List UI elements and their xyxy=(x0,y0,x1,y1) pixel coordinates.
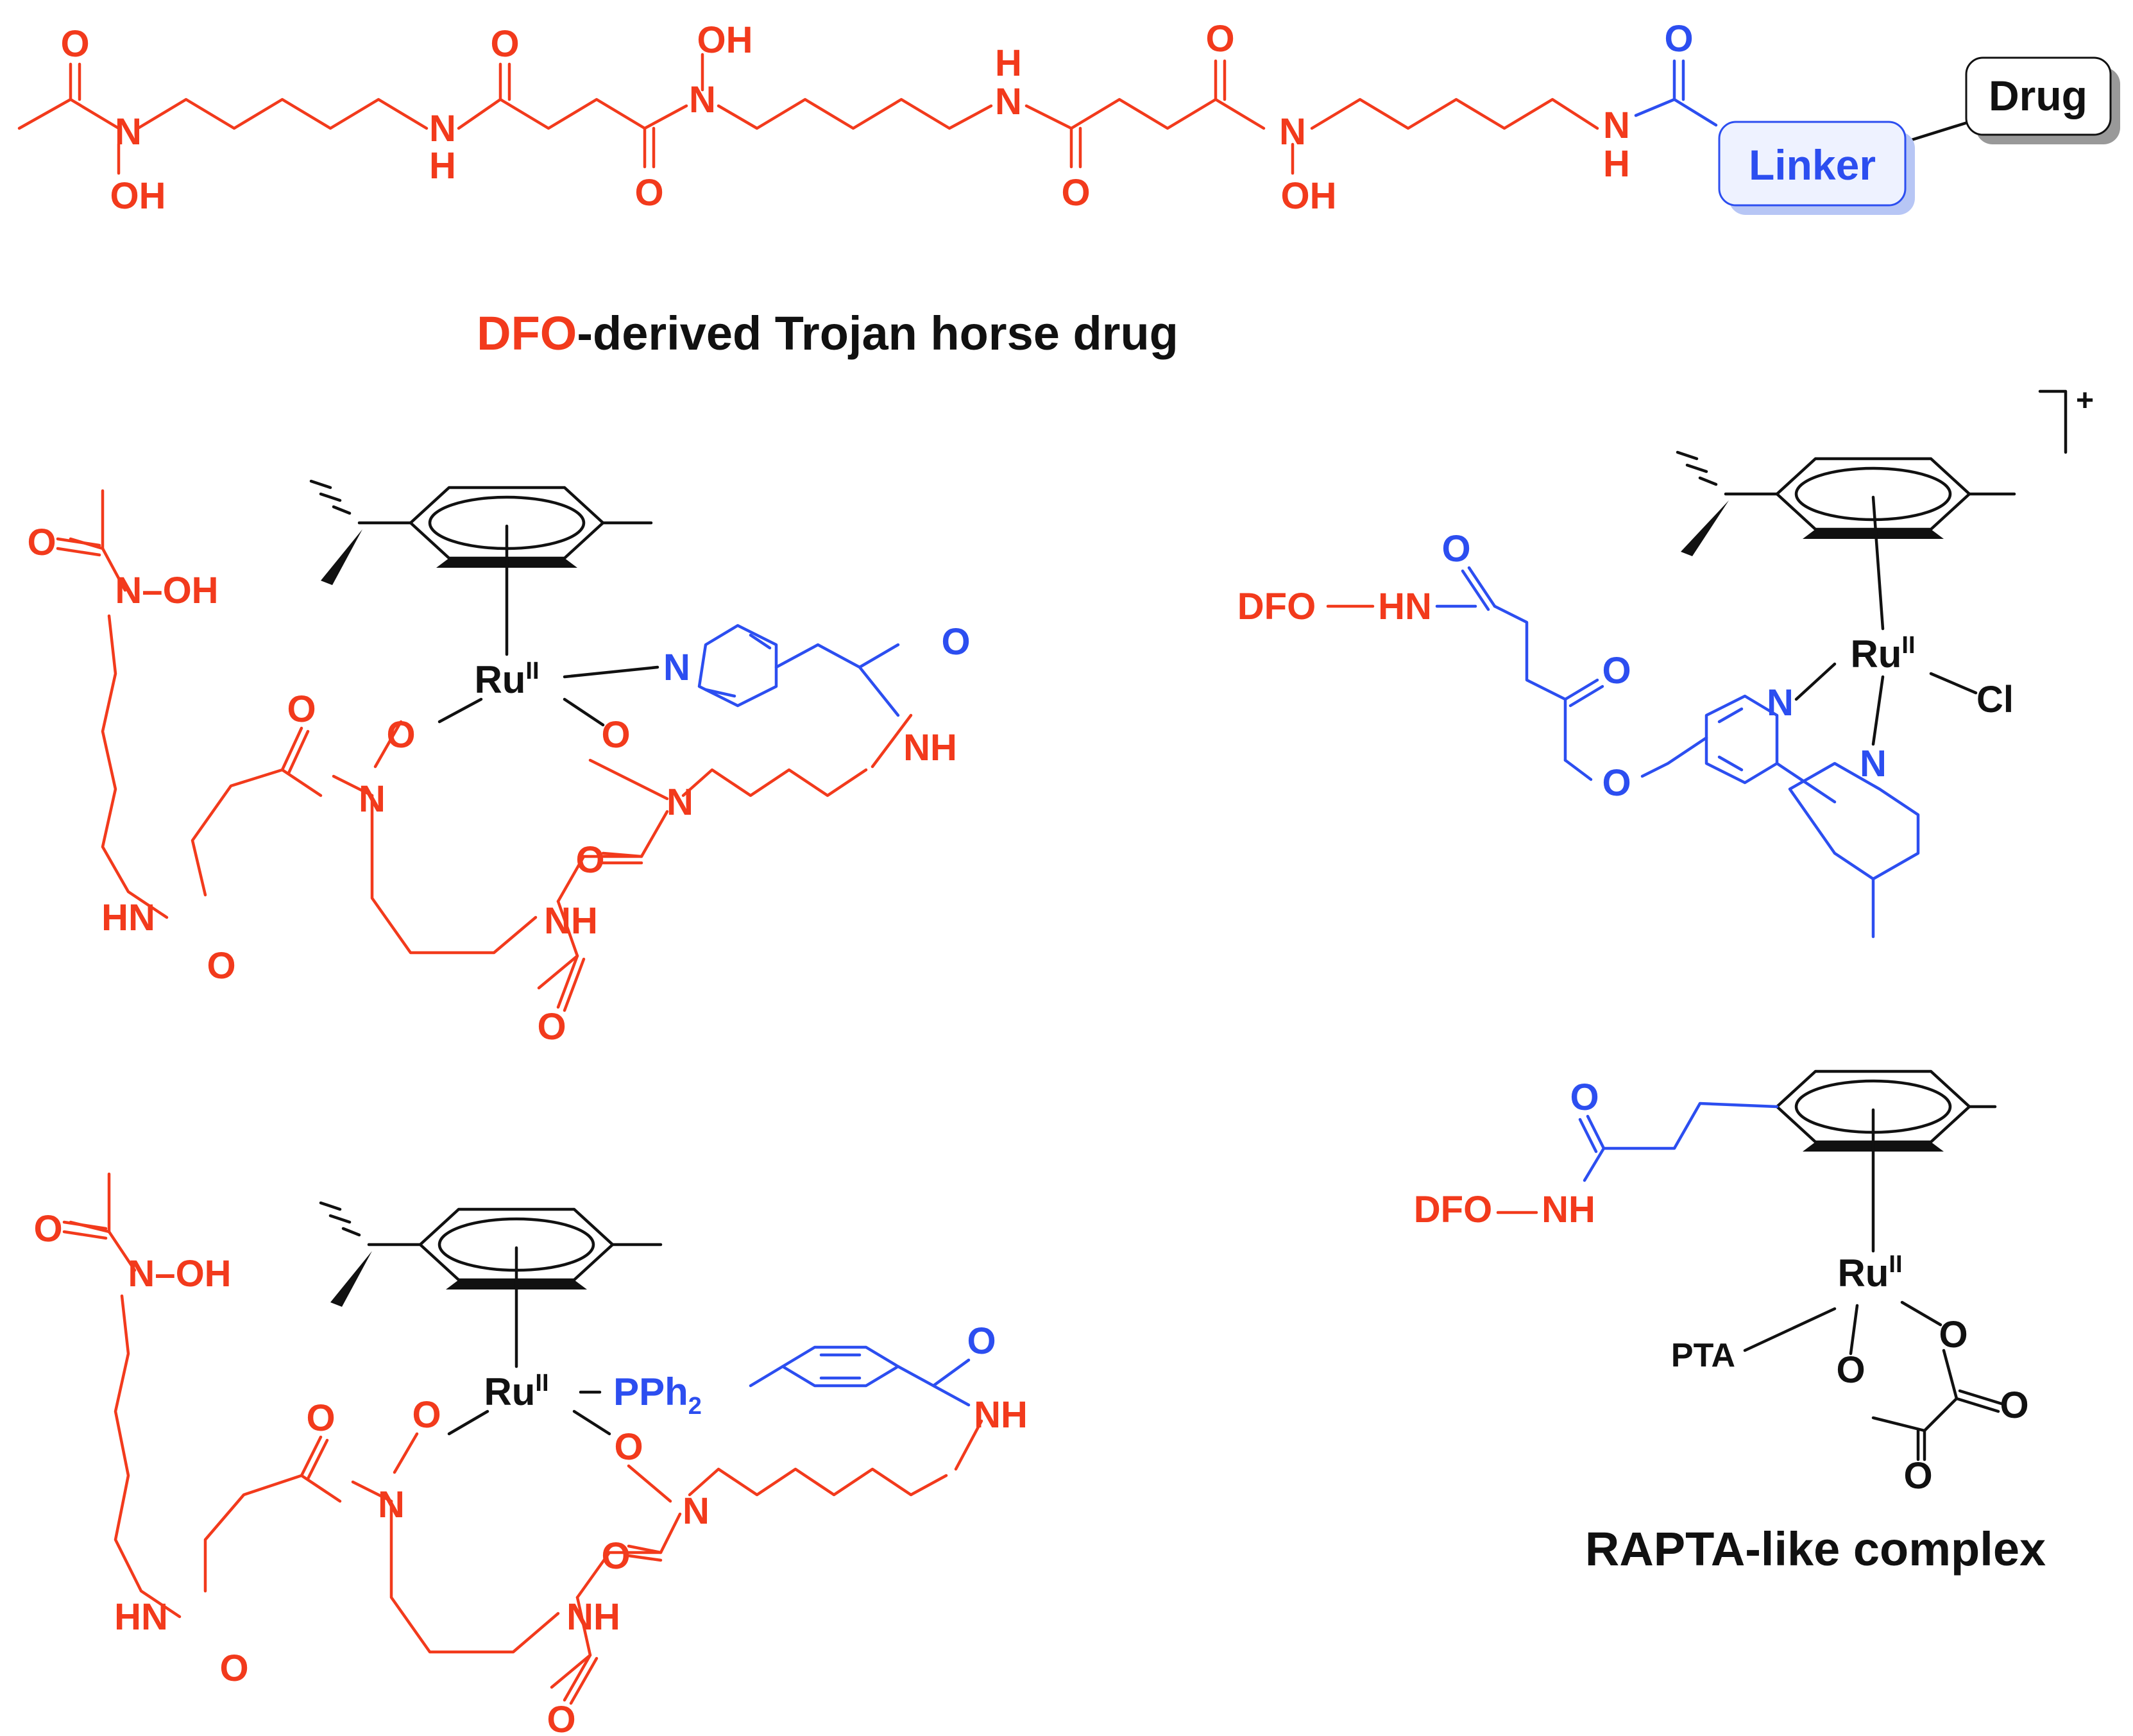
atom-n: N xyxy=(667,781,693,823)
atom-h: H xyxy=(1603,143,1630,185)
atom-nh: NH xyxy=(1542,1189,1595,1230)
atom-dfo: DFO xyxy=(1414,1189,1492,1230)
atom-o: O xyxy=(634,172,663,214)
atom-o: O xyxy=(207,945,235,987)
atom-n: N xyxy=(359,778,386,820)
caption-rapta-like: RAPTA-like complex xyxy=(1585,1522,2046,1576)
atom-n: N xyxy=(115,111,142,153)
linker-box xyxy=(1718,121,1907,207)
atom-n: N xyxy=(1767,682,1794,724)
atom-o: O xyxy=(967,1320,996,1362)
atom-hn: HN xyxy=(101,897,155,939)
atom-o: O xyxy=(1602,650,1631,692)
atom-o: O xyxy=(412,1394,441,1436)
atom-pta: PTA xyxy=(1671,1337,1735,1374)
dfo-trojan-horse-structure: O N OH N H O O N OH H N O O N OH N H O L… xyxy=(17,18,2120,217)
atom-n: N xyxy=(683,1490,710,1532)
atom-n: N xyxy=(1603,105,1630,146)
atom-n-oh: N–OH xyxy=(115,570,218,611)
atom-o: O xyxy=(941,621,970,663)
drug-box xyxy=(1965,56,2112,136)
atom-o: O xyxy=(614,1426,643,1468)
atom-ru: RuII xyxy=(1850,632,1915,676)
atom-o: O xyxy=(1061,172,1090,214)
atom-o: O xyxy=(60,23,89,65)
atom-o: O xyxy=(2000,1384,2028,1426)
atom-o: O xyxy=(1903,1455,1932,1497)
atom-o: O xyxy=(547,1699,575,1736)
atom-o: O xyxy=(575,839,604,881)
atom-o: O xyxy=(601,1535,630,1577)
charge-label: + xyxy=(2076,384,2094,418)
atom-o: O xyxy=(287,688,316,730)
atom-o: O xyxy=(27,522,56,563)
atom-hn: HN xyxy=(114,1596,168,1638)
atom-o: O xyxy=(490,23,519,65)
atom-ru: RuII xyxy=(484,1370,548,1413)
atom-nh: NH xyxy=(544,900,598,942)
ru-bipyridine-dfo-complex: + RuII Cl N N O O O HN xyxy=(1237,384,2094,939)
atom-nh: NH xyxy=(566,1596,620,1638)
atom-pph2: PPh2 xyxy=(613,1370,702,1420)
atom-n: N xyxy=(378,1484,405,1526)
atom-o: O xyxy=(1205,18,1234,60)
atom-o: O xyxy=(1836,1349,1865,1391)
atom-o: O xyxy=(306,1397,335,1439)
atom-n-oh: N–OH xyxy=(128,1253,231,1295)
atom-nh: NH xyxy=(974,1394,1028,1436)
atom-o: O xyxy=(1570,1076,1599,1118)
atom-n: N xyxy=(1279,111,1306,153)
atom-oh: OH xyxy=(110,175,166,217)
atom-oh: OH xyxy=(697,19,753,61)
atom-o: O xyxy=(537,1006,566,1048)
atom-hn: HN xyxy=(1378,586,1432,627)
atom-h: H xyxy=(429,145,456,187)
atom-o: O xyxy=(33,1208,62,1250)
atom-cl: Cl xyxy=(1976,679,2014,720)
atom-o: O xyxy=(1441,528,1470,570)
atom-n: N xyxy=(663,647,690,688)
atom-n: N xyxy=(1860,743,1887,785)
ru-pyridine-dfo-complex: RuII N O NH O O N O N O NH O HN O N–OH O xyxy=(27,479,971,1048)
atom-dfo: DFO xyxy=(1237,586,1316,627)
ru-pph2-dfo-complex: RuII PPh2 O NH O O N O N O NH O HN O N–O… xyxy=(33,1172,1028,1736)
atom-h: H xyxy=(995,42,1022,84)
atom-o: O xyxy=(386,714,415,756)
atom-nh: NH xyxy=(903,727,957,769)
atom-o: O xyxy=(219,1647,248,1689)
atom-n: N xyxy=(689,79,716,121)
atom-ru: RuII xyxy=(474,658,539,701)
atom-n: N xyxy=(995,81,1022,123)
atom-oh: OH xyxy=(1281,175,1337,217)
rapta-like-complex: O NH DFO RuII PTA O O O O xyxy=(1414,1069,2029,1497)
linker-label: Linker xyxy=(1749,141,1876,189)
atom-o: O xyxy=(1939,1314,1967,1356)
atom-o: O xyxy=(1602,762,1631,804)
atom-o: O xyxy=(601,714,630,756)
drug-label: Drug xyxy=(1989,72,2087,119)
atom-o: O xyxy=(1664,18,1693,60)
atom-ru: RuII xyxy=(1837,1251,1902,1295)
caption-dfo-trojan-horse: DFO-derived Trojan horse drug xyxy=(477,307,1178,360)
atom-n: N xyxy=(429,108,456,149)
